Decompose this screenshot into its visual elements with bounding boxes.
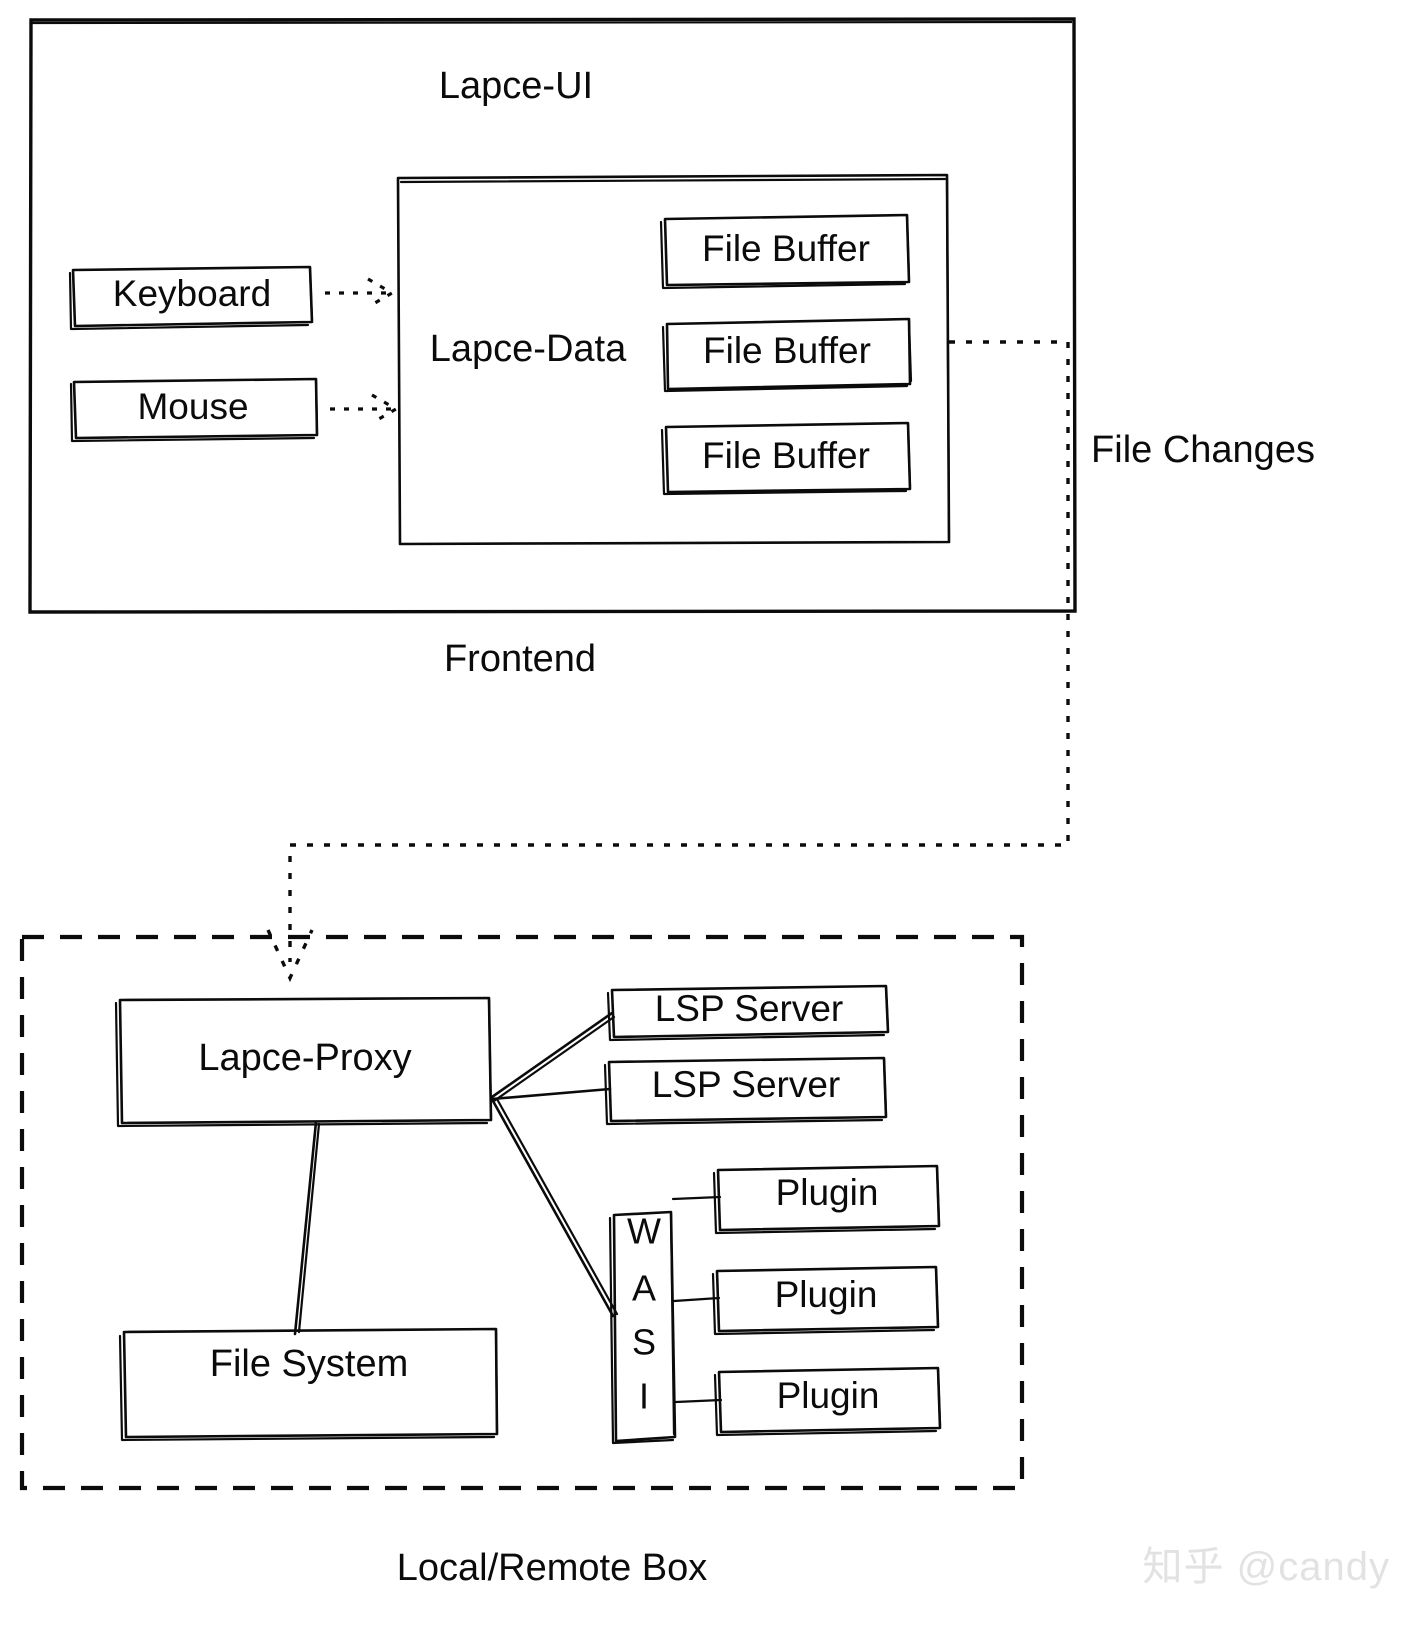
- wasi-to-plugin-2-line: [672, 1296, 721, 1303]
- file-buffer-3: File Buffer: [660, 421, 912, 496]
- proxy-to-wasi-line: [491, 1097, 619, 1318]
- file-buffer-label: File Buffer: [702, 228, 870, 269]
- local-remote-box-caption: Local/Remote Box: [397, 1547, 708, 1589]
- plugin-1-box: Plugin: [712, 1164, 941, 1235]
- zhihu-watermark: 知乎 @candy: [1142, 1545, 1390, 1589]
- mouse-label: Mouse: [137, 386, 248, 427]
- mouse-box: Mouse: [69, 377, 319, 443]
- plugin-2-box: Plugin: [711, 1265, 940, 1336]
- file-system-box: File System: [118, 1327, 499, 1442]
- keyboard-label: Keyboard: [113, 273, 271, 314]
- wasi-letter-s: S: [632, 1322, 656, 1363]
- file-buffer-2: File Buffer: [661, 317, 913, 393]
- proxy-to-lsp-1-line: [490, 1011, 616, 1103]
- lapce-ui-container: Lapce-UI: [28, 17, 1077, 614]
- lsp-server-label: LSP Server: [655, 988, 844, 1029]
- plugin-label: Plugin: [775, 1274, 878, 1315]
- lapce-proxy-box: Lapce-Proxy: [114, 996, 493, 1128]
- wasi-letter-i: I: [639, 1376, 649, 1417]
- plugin-3-box: Plugin: [713, 1366, 942, 1437]
- lapce-proxy-label: Lapce-Proxy: [198, 1037, 411, 1079]
- file-buffer-1: File Buffer: [659, 213, 911, 290]
- file-buffer-label: File Buffer: [703, 330, 871, 371]
- file-buffer-label: File Buffer: [702, 435, 870, 476]
- lsp-server-1-box: LSP Server: [606, 984, 890, 1042]
- plugin-label: Plugin: [776, 1172, 879, 1213]
- wasi-to-plugin-1-line: [671, 1195, 722, 1201]
- wasi-box: W A S I: [608, 1211, 677, 1445]
- keyboard-box: Keyboard: [68, 265, 314, 331]
- lsp-server-2-box: LSP Server: [603, 1056, 888, 1126]
- file-system-label: File System: [210, 1343, 408, 1385]
- proxy-to-lsp-2-line: [490, 1087, 612, 1101]
- lapce-data-label: Lapce-Data: [430, 328, 627, 370]
- wasi-letter-a: A: [632, 1268, 656, 1309]
- proxy-to-filesystem-line: [293, 1120, 321, 1336]
- lsp-server-label: LSP Server: [652, 1064, 841, 1105]
- file-changes-label: File Changes: [1091, 429, 1315, 471]
- frontend-caption: Frontend: [444, 638, 596, 680]
- mouse-to-data-arrow: [330, 393, 400, 425]
- wasi-letter-w: W: [627, 1211, 661, 1252]
- wasi-to-plugin-3-line: [674, 1398, 723, 1404]
- keyboard-to-data-arrow: [325, 277, 396, 309]
- lapce-data-container: Lapce-Data: [396, 173, 951, 546]
- plugin-label: Plugin: [777, 1375, 880, 1416]
- file-changes-connector: [266, 340, 1070, 983]
- local-remote-box-container: Local/Remote Box: [19, 934, 1025, 1589]
- lapce-ui-label: Lapce-UI: [439, 65, 593, 107]
